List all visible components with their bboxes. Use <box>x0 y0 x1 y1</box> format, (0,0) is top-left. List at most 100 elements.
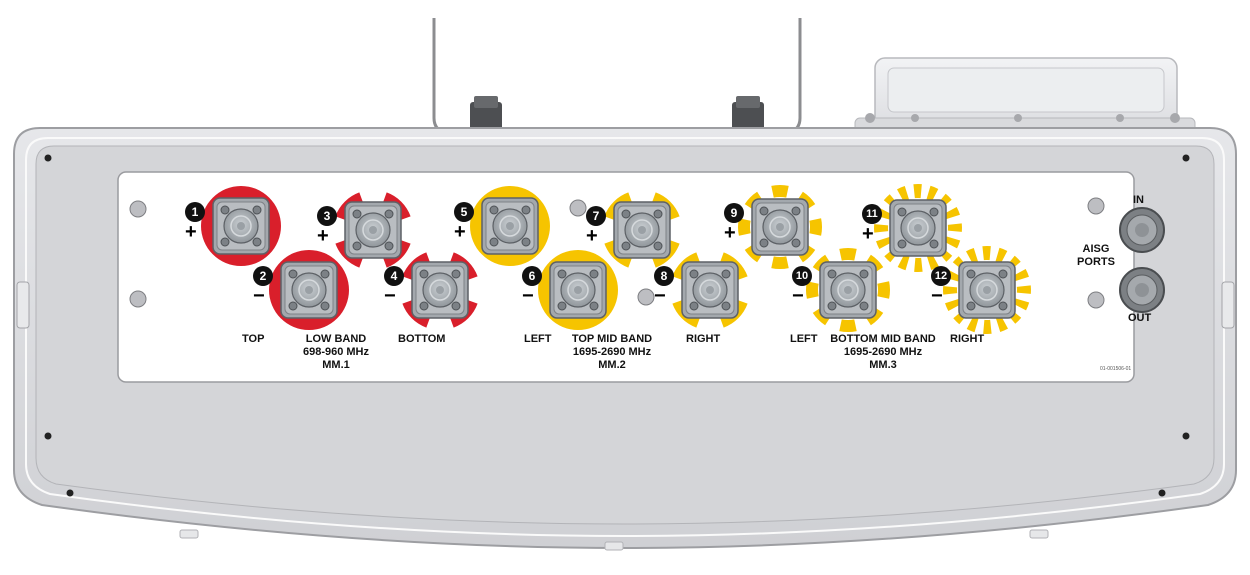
connector-pin <box>237 222 245 230</box>
connector-bolt <box>489 205 499 215</box>
port-polarity-sign: + <box>317 225 329 247</box>
connector-bolt <box>689 269 699 279</box>
band-ring-segment <box>876 237 892 249</box>
port-8 <box>672 252 748 328</box>
low-band-mm: MM.1 <box>322 359 350 371</box>
connector-ring <box>837 279 859 301</box>
band-ring-segment <box>1013 269 1029 281</box>
connector-ring <box>976 279 998 301</box>
aisg-line2: PORTS <box>1077 256 1115 268</box>
connector-bolt <box>521 205 531 215</box>
connector-bolt <box>288 301 298 311</box>
band-ring-segment <box>983 319 992 335</box>
connector-bolt <box>419 301 429 311</box>
port-10 <box>806 248 891 333</box>
band-ring-segment <box>944 207 960 219</box>
part-number: 01-001506-01 <box>1100 366 1132 372</box>
top-mid-band-mm: MM.2 <box>598 359 626 371</box>
port-polarity-sign: − <box>384 285 396 307</box>
port-1 <box>201 186 281 266</box>
label-bottom: BOTTOM <box>398 333 446 345</box>
port-4 <box>402 252 478 328</box>
top-mid-band-freq: 1695-2690 MHz <box>572 346 652 358</box>
band-ring-segment <box>926 185 939 202</box>
label-bottom-mid-band: BOTTOM MID BAND 1695-2690 MHz MM.3 <box>828 333 938 372</box>
port-polarity-sign: + <box>586 225 598 247</box>
band-ring-segment <box>874 224 889 233</box>
connector-pin <box>844 286 852 294</box>
connector-bolt <box>557 269 567 279</box>
port-9 <box>738 184 823 269</box>
label-top: TOP <box>242 333 265 345</box>
label-right-2: RIGHT <box>950 333 985 345</box>
connector-bolt <box>557 301 567 311</box>
band-ring-segment <box>944 236 961 249</box>
connector-bolt <box>653 241 663 251</box>
connector-bolt <box>589 301 599 311</box>
band-ring-segment <box>995 247 1008 264</box>
connector-bolt <box>589 269 599 279</box>
label-top-mid-band: TOP MID BAND 1695-2690 MHz MM.2 <box>563 333 661 372</box>
band-ring-segment <box>996 316 1008 332</box>
connector-bolt <box>859 269 869 279</box>
connector-bolt <box>451 269 461 279</box>
port-polarity-sign: − <box>931 285 943 307</box>
band-ring-segment <box>1013 298 1030 311</box>
connector-bolt <box>384 209 394 219</box>
connector-pin <box>983 286 991 294</box>
band-ring-segment <box>771 256 789 269</box>
connector-bolt <box>759 206 769 216</box>
label-right-1: RIGHT <box>686 333 721 345</box>
connector-bolt <box>827 269 837 279</box>
band-ring-segment <box>806 281 819 299</box>
band-ring-segment <box>738 218 751 236</box>
port-2 <box>269 250 349 330</box>
connector-bolt <box>384 241 394 251</box>
port-5 <box>470 186 550 266</box>
label-aisg-ports: AISG PORTS <box>1075 243 1117 269</box>
port-number-badge: 11 <box>862 204 882 224</box>
connector-bolt <box>929 239 939 249</box>
port-number-badge: 8 <box>654 266 674 286</box>
connector-bolt <box>489 237 499 247</box>
label-low-band: LOW BAND 698-960 MHz MM.1 <box>300 333 372 372</box>
band-ring-segment <box>771 184 789 198</box>
label-out: OUT <box>1128 312 1152 324</box>
low-band-freq: 698-960 MHz <box>302 346 370 358</box>
band-ring-segment <box>966 248 978 264</box>
port-6 <box>538 250 618 330</box>
connector-pin <box>776 223 784 231</box>
connector-pin <box>369 226 377 234</box>
band-ring-segment <box>914 257 923 273</box>
band-ring-segment <box>877 281 891 299</box>
port-polarity-sign: − <box>253 285 265 307</box>
band-ring-segment <box>809 218 823 236</box>
port-number-badge: 9 <box>724 203 744 223</box>
port-number-badge: 1 <box>185 202 205 222</box>
band-ring-segment <box>897 254 910 271</box>
port-3 <box>335 192 411 268</box>
connector-pin <box>914 224 922 232</box>
connector-ring <box>907 217 929 239</box>
connector-pin <box>638 226 646 234</box>
connector-bolt <box>791 206 801 216</box>
connector-bolt <box>419 269 429 279</box>
connector-bolt <box>451 301 461 311</box>
connector-ring <box>567 279 589 301</box>
connector-bolt <box>859 301 869 311</box>
port-polarity-sign: + <box>862 223 874 245</box>
port-7 <box>604 192 680 268</box>
connector-bolt <box>759 238 769 248</box>
band-ring-segment <box>966 316 979 333</box>
port-12 <box>942 246 1031 335</box>
connector-bolt <box>352 209 362 219</box>
aisg-ports <box>1119 207 1165 313</box>
top-mid-band-name: TOP MID BAND <box>571 333 653 345</box>
port-number-badge: 5 <box>454 202 474 222</box>
connector-bolt <box>897 207 907 217</box>
connector-bolt <box>220 205 230 215</box>
port-11 <box>874 184 963 273</box>
label-left-2: LEFT <box>790 333 818 345</box>
connector-bolt <box>897 239 907 249</box>
